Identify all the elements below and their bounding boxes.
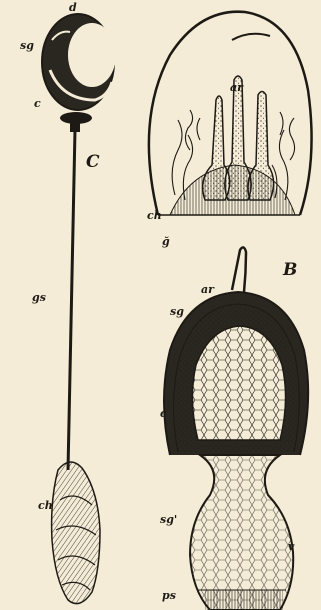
capsule-highlight (68, 23, 116, 87)
figure-b (164, 247, 308, 610)
label-ch-left: ch (38, 500, 53, 511)
label-d: d (69, 2, 77, 13)
archegonium-neck (232, 247, 246, 292)
label-ar-top: ar (230, 82, 243, 93)
figure-a (149, 12, 312, 215)
label-gs: gs (32, 292, 46, 303)
label-c-B: c (160, 408, 167, 419)
label-ch-mid: ch (147, 210, 162, 221)
label-sg-B: sg (170, 306, 184, 317)
label-figure-B: B (283, 262, 297, 279)
label-v: v (288, 541, 294, 552)
label-sg-top: sg (20, 40, 34, 51)
label-figure-C: C (86, 154, 100, 171)
label-c-top: c (34, 98, 41, 109)
label-sg-prime: sg' (160, 514, 177, 525)
archegonia (203, 76, 274, 200)
seta (68, 130, 75, 470)
label-ps: ps (162, 590, 176, 601)
figure-c (42, 14, 116, 604)
label-ar-B: ar (201, 284, 214, 295)
label-g-mid: ğ (162, 236, 170, 247)
